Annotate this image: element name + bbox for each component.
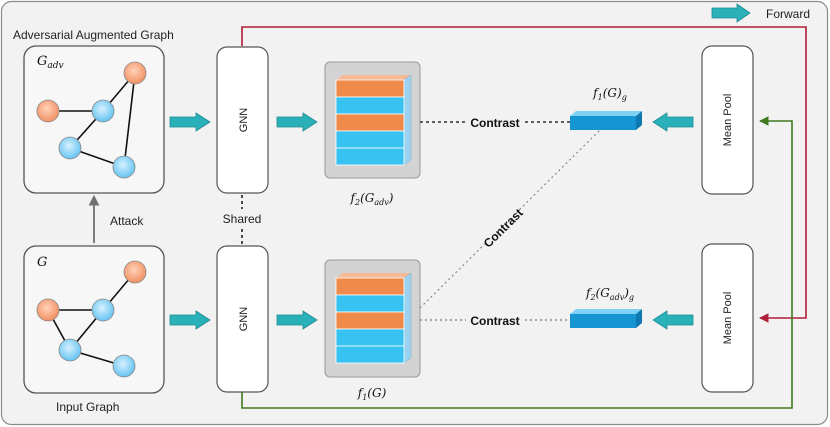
graph-node xyxy=(112,354,136,378)
graph-node xyxy=(123,260,147,284)
embedding-bottom xyxy=(570,309,642,328)
graph-node xyxy=(58,136,82,160)
embedding-top-label: f1(G)g xyxy=(592,86,627,102)
graph-node xyxy=(36,99,60,123)
mean-pool-bottom: Mean Pool xyxy=(701,243,754,393)
mean-pool-top-label: Mean Pool xyxy=(722,94,734,147)
mean-pool-bottom-label: Mean Pool xyxy=(722,292,734,345)
feature-stack-top xyxy=(324,61,421,179)
flow-arrow-icon xyxy=(652,112,694,132)
feature-top-label: f2(Gadv) xyxy=(350,191,394,207)
shared-label: Shared xyxy=(223,212,262,226)
feature-bottom-label: f1(G) xyxy=(357,386,387,402)
forward-line-green xyxy=(241,116,793,409)
feature-stack-bottom xyxy=(324,259,421,378)
graph-node xyxy=(112,155,136,179)
flow-arrow-icon xyxy=(276,310,318,330)
adv-graph-symbol: Gadv xyxy=(37,54,64,71)
mean-pool-top: Mean Pool xyxy=(701,45,754,195)
adversarial-graph-panel: Gadv xyxy=(23,45,165,194)
flow-arrow-icon xyxy=(276,112,318,132)
adversarial-graph-title: Adversarial Augmented Graph xyxy=(13,28,174,42)
graph-node xyxy=(36,298,60,322)
gnn-top-label: GNN xyxy=(238,108,250,133)
flow-arrow-icon xyxy=(169,310,211,330)
graph-node xyxy=(58,338,82,362)
embedding-top xyxy=(570,111,642,130)
gnn-bottom-label: GNN xyxy=(238,307,250,332)
contrast-top-label: Contrast xyxy=(470,116,519,130)
forward-legend-arrow-icon xyxy=(711,3,751,23)
forward-legend: Forward xyxy=(711,3,810,23)
embedding-bottom-label: f2(Gadv)g xyxy=(585,286,634,302)
forward-line-red xyxy=(241,26,807,323)
input-graph-panel: G xyxy=(23,245,165,394)
attack-label: Attack xyxy=(110,214,144,228)
flow-arrow-icon xyxy=(652,310,694,330)
forward-label: Forward xyxy=(766,7,810,21)
graph-node xyxy=(91,99,115,123)
graph-node xyxy=(123,61,147,85)
flow-arrow-icon xyxy=(169,112,211,132)
gnn-encoder-top: GNN xyxy=(216,46,269,194)
gnn-encoder-bottom: GNN xyxy=(216,245,269,393)
graph-node xyxy=(91,298,115,322)
input-graph-title: Input Graph xyxy=(56,400,119,414)
contrast-bottom-label: Contrast xyxy=(470,314,519,328)
input-graph-symbol: G xyxy=(37,255,47,270)
